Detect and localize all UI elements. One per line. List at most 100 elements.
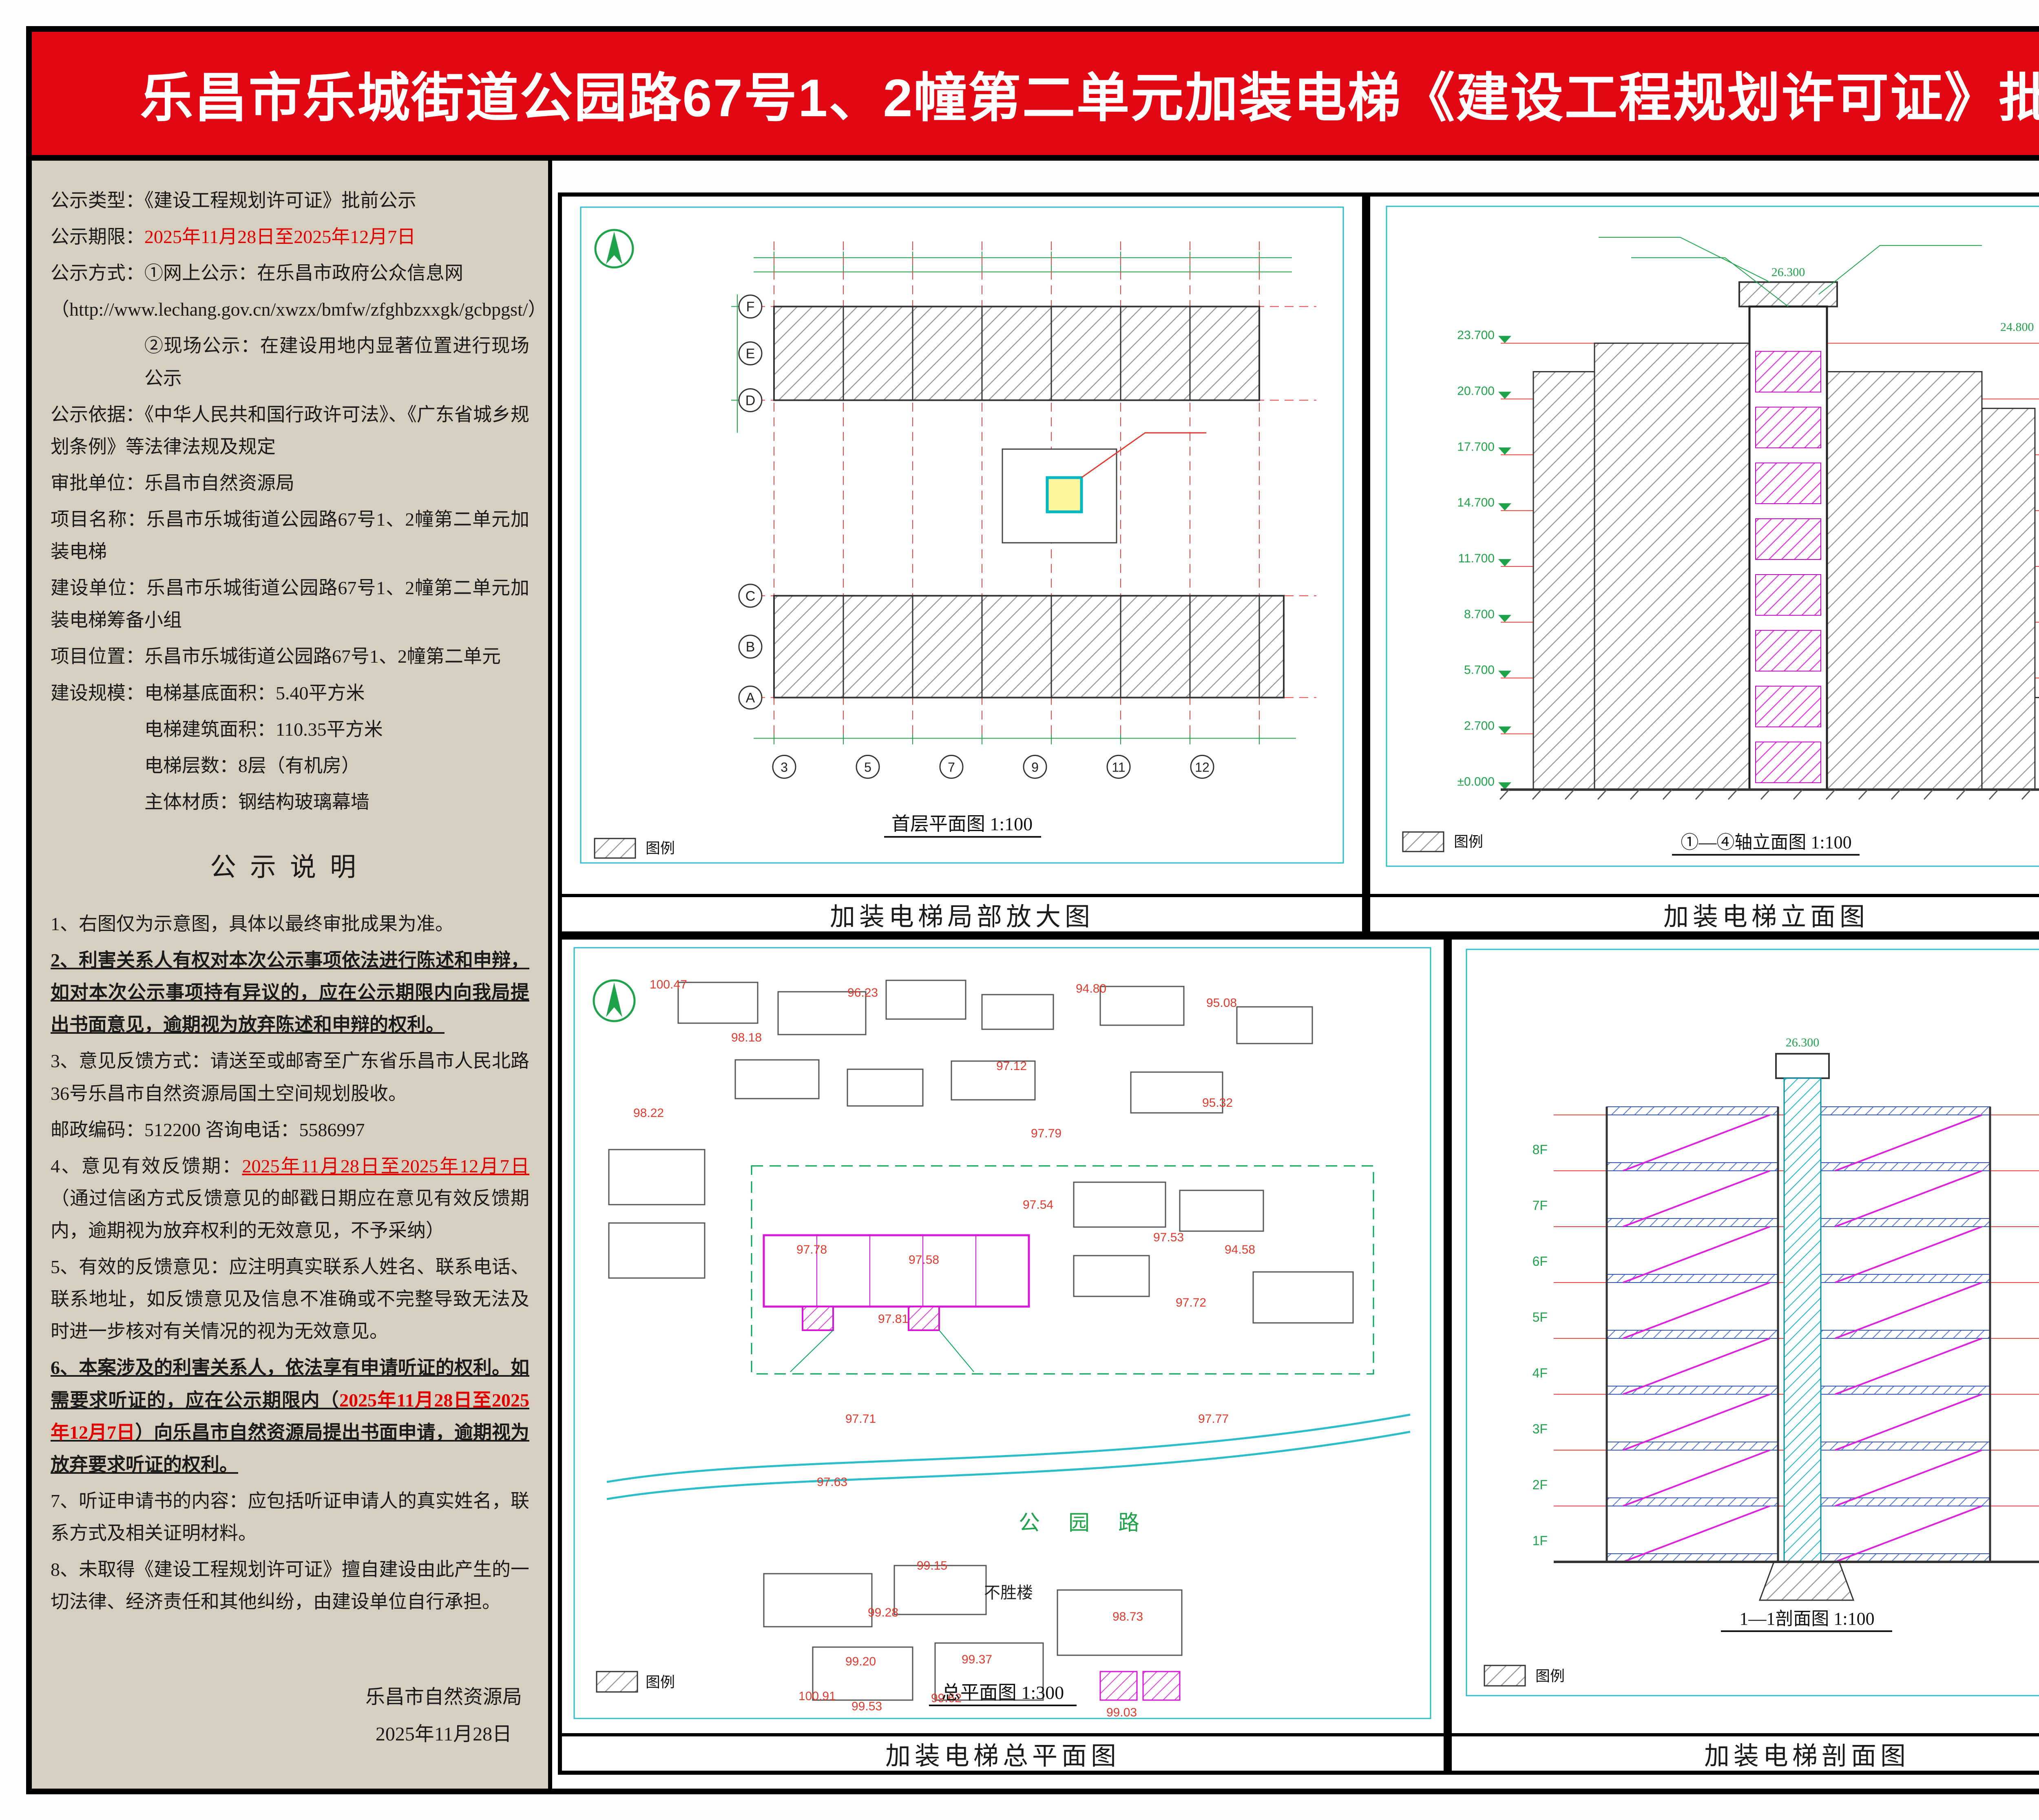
spot-elevation: 97.79: [1031, 1127, 1062, 1140]
plan-row-bubbles: F E D C B A: [738, 294, 763, 710]
spot-elevation: 97.81: [878, 1312, 909, 1326]
page-title: 乐昌市乐城街道公园路67号1、2幢第二单元加装电梯《建设工程规划许可证》批前公示…: [140, 68, 2039, 128]
level-value: ±0.000: [1457, 775, 1495, 788]
floor-label: 7F: [1533, 1198, 1548, 1213]
elevation-level-markers: [1498, 336, 1511, 790]
spot-elevation: 100.91: [798, 1690, 836, 1703]
notice-basis: 公示依据：《中华人民共和国行政许可法》、《广东省城乡规划条例》等法律法规及规定: [51, 404, 529, 457]
grid-row-label: F: [746, 299, 755, 315]
grid-row-label: B: [746, 639, 755, 655]
elevation-sheet-frame: [1386, 206, 2039, 867]
level-value: 11.700: [1458, 552, 1495, 565]
site-legend-box: 图例: [596, 1671, 675, 1693]
site-north-arrow-icon: [593, 979, 636, 1022]
plan-scale-label: 首层平面图 1:100: [891, 814, 1033, 834]
site-scale-label: 总平面图 1:300: [942, 1682, 1064, 1703]
grid-col-label: 7: [948, 760, 955, 774]
section-elevator-shaft: [1758, 1053, 1855, 1601]
grid-col-label: 12: [1195, 760, 1210, 774]
notice-item-8: 8、未取得《建设工程规划许可证》擅自建设由此产生的一切法律、经济责任和其他纠纷，…: [51, 1559, 529, 1612]
plan-building-upper: [773, 305, 1260, 401]
foundation: [1758, 1561, 1855, 1601]
section-drawing: 8F 7F 6F 5F 4F 3F 2F 1F 23.700 20.700 17…: [1466, 949, 2039, 1696]
item6-suffix: ）向乐昌市自然资源局提出书面申请，逾期视为放弃要求听证的权利。: [51, 1422, 530, 1475]
info-column: 公示类型：《建设工程规划许可证》批前公示 公示期限：2025年11月28日至20…: [32, 161, 552, 1789]
level-value: 2.700: [1464, 719, 1495, 732]
spot-elevation: 97.58: [909, 1253, 939, 1267]
legend-small-label: 图例: [1535, 1668, 1565, 1684]
elevation-drawing: 23.700 20.700 17.700 14.700 11.700 8.700…: [1386, 206, 2039, 867]
plan-drawing-area: F E D C B A 3 5 7 9 11 12 首层平面图 1:100: [562, 197, 1362, 894]
site-stream: [606, 1413, 1411, 1500]
spot-elevation: 97.63: [817, 1475, 847, 1489]
elevation-drawing-area: 23.700 20.700 17.700 14.700 11.700 8.700…: [1370, 197, 2039, 894]
spot-elevation: 95.32: [1202, 1096, 1233, 1110]
elevation-building: [1533, 343, 2039, 790]
spot-elevation: 99.03: [1106, 1706, 1137, 1719]
grid-row-label: E: [746, 346, 755, 362]
grid-col-label: 3: [781, 760, 788, 774]
spot-elevation: 100.47: [650, 978, 687, 991]
period-label: 公示期限：: [51, 226, 144, 248]
section-scale-label: 1—1剖面图 1:100: [1739, 1609, 1874, 1629]
spot-elevation: 97.53: [1153, 1231, 1184, 1244]
stairs-left: [1623, 1114, 1770, 1563]
spot-elevation: 97.72: [1176, 1296, 1206, 1309]
spot-elevation: 99.20: [845, 1655, 876, 1668]
spot-elevation: 95.08: [1206, 996, 1237, 1010]
item4-suffix: （通过信函方式反馈意见的邮戳日期应在意见有效反馈期内，逾期视为放弃权利的无效意见…: [51, 1188, 529, 1241]
level-value: 23.700: [1457, 329, 1495, 342]
level-value: 5.700: [1464, 663, 1495, 677]
legend-small-label: 图例: [646, 1674, 675, 1690]
spot-elevation: 98.22: [633, 1106, 664, 1120]
project-name: 项目名称：乐昌市乐城街道公园路67号1、2幢第二单元加装电梯: [51, 509, 529, 562]
notice-item-6: 6、本案涉及的利害关系人，依法享有申请听证的权利。如需要求听证的，应在公示期限内…: [51, 1351, 529, 1480]
elevation-legend-box: 图例: [1402, 831, 1483, 852]
notice-item-7: 7、听证申请书的内容：应包括听证申请人的真实姓名，联系方式及相关证明材料。: [51, 1490, 529, 1544]
notice-heading: 公示说明: [210, 852, 370, 882]
elevation-leaders: [1599, 237, 1982, 307]
site-sheet-frame: [573, 947, 1431, 1719]
spot-elevation: 94.80: [1076, 982, 1106, 995]
site-subject-building: [763, 1234, 1030, 1372]
signature-date: 2025年11月28日: [375, 1723, 512, 1745]
floor-label: 1F: [1533, 1533, 1548, 1548]
project-location: 项目位置：乐昌市乐城街道公园路67号1、2幢第二单元: [51, 646, 501, 667]
road-label: 公园路: [1019, 1512, 1168, 1535]
notice-period: 公示期限：2025年11月28日至2025年12月7日: [51, 221, 529, 253]
notice-method-url: （http://www.lechang.gov.cn/xwzx/bmfw/zfg…: [51, 299, 547, 320]
spot-elevation: 99.37: [962, 1653, 992, 1666]
north-arrow-icon: [594, 229, 634, 269]
elevation-scale-label: ①—④轴立面图 1:100: [1681, 832, 1851, 852]
section-drawing-area: 8F 7F 6F 5F 4F 3F 2F 1F 23.700 20.700 17…: [1452, 940, 2039, 1733]
panel-section: 8F 7F 6F 5F 4F 3F 2F 1F 23.700 20.700 17…: [1448, 935, 2039, 1775]
new-elevator-plan-2: [908, 1306, 940, 1331]
plan-drawing: F E D C B A 3 5 7 9 11 12 首层平面图 1:100: [580, 206, 1344, 864]
stairs-right: [1835, 1114, 1982, 1563]
floor-label: 4F: [1533, 1366, 1548, 1380]
section-left-tower: [1606, 1106, 1779, 1563]
floor-label: 6F: [1533, 1254, 1548, 1269]
spot-elevation: 94.58: [1225, 1243, 1255, 1256]
grid-col-label: 11: [1112, 760, 1125, 774]
notice-item-3b: 邮政编码：512200 咨询电话：5586997: [51, 1119, 365, 1140]
plan-mid-structure: [1002, 432, 1206, 544]
level-value: 14.700: [1457, 496, 1495, 509]
level-value: 17.700: [1457, 440, 1495, 453]
floor-label: 5F: [1533, 1310, 1548, 1325]
panel-plan-enlarged: F E D C B A 3 5 7 9 11 12 首层平面图 1:100: [558, 192, 1366, 935]
scale-floor-area: 电梯建筑面积：110.35平方米: [144, 719, 383, 740]
section-right-tower: [1818, 1106, 1991, 1563]
building-name-label: 不胜楼: [984, 1583, 1033, 1602]
top-level-value: 26.300: [1771, 265, 1805, 279]
grid-row-label: C: [745, 588, 756, 604]
plan-col-bubbles: 3 5 7 9 11 12: [772, 754, 1214, 779]
legend-small-label: 图例: [1454, 834, 1483, 850]
spot-elevation: 97.12: [996, 1059, 1027, 1073]
period-value: 2025年11月28日至2025年12月7日: [144, 226, 416, 248]
spot-elevation: 98.18: [731, 1031, 762, 1044]
notice-item-1: 1、右图仅为示意图，具体以最终审批成果为准。: [51, 913, 454, 935]
scale-material: 主体材质：钢结构玻璃幕墙: [144, 791, 369, 812]
title-banner: 乐昌市乐城街道公园路67号1、2幢第二单元加装电梯《建设工程规划许可证》批前公示…: [26, 26, 2039, 161]
